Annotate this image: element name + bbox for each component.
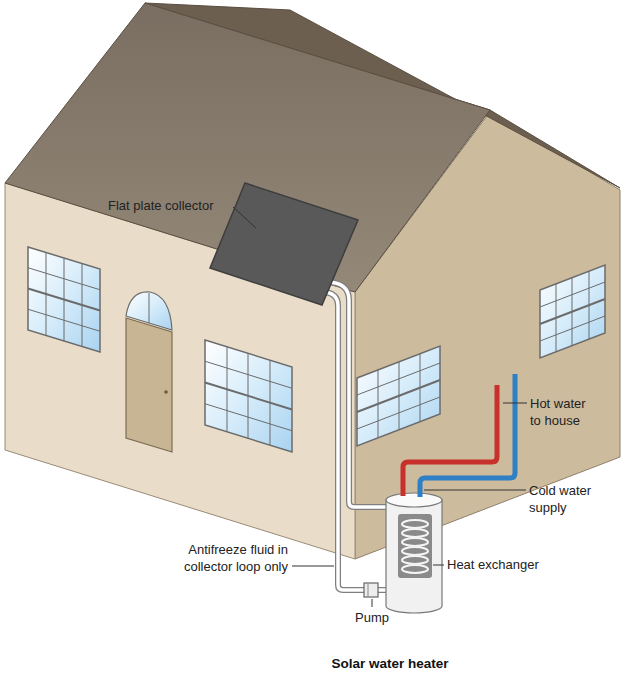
caption: Solar water heater <box>290 655 490 673</box>
leader-line <box>503 403 527 404</box>
pump <box>364 583 378 597</box>
pump <box>368 583 369 597</box>
tank <box>402 547 428 555</box>
tank <box>402 529 428 537</box>
window <box>205 361 292 388</box>
window <box>540 265 605 358</box>
window <box>205 383 292 410</box>
window <box>28 289 100 311</box>
callout-label: Cold water supply <box>529 482 601 516</box>
pump <box>364 583 378 597</box>
door <box>126 292 172 330</box>
collector-pipe <box>322 292 388 590</box>
callout-label: Antifreeze fluid in collector loop only <box>164 541 288 575</box>
leader-line <box>433 565 444 566</box>
callout-label: Heat exchanger <box>447 556 539 573</box>
water-pipe <box>403 374 515 497</box>
tank <box>386 493 442 507</box>
tank <box>398 514 432 578</box>
window <box>28 247 100 352</box>
callout-label: Flat plate collector <box>108 197 214 214</box>
tank <box>402 538 428 546</box>
water-pipe <box>420 374 515 497</box>
callout-label: Hot water to house <box>530 395 598 429</box>
tank <box>402 520 428 528</box>
window <box>540 316 605 341</box>
window <box>205 404 292 431</box>
window <box>357 363 440 395</box>
tank <box>386 493 442 613</box>
window <box>357 346 440 446</box>
tank <box>402 520 428 573</box>
window <box>357 346 440 446</box>
leader-line <box>372 599 373 607</box>
collector-pipe <box>322 292 388 590</box>
window <box>357 397 440 429</box>
door <box>126 318 172 452</box>
window <box>28 309 100 331</box>
collector-panel <box>210 183 358 305</box>
callout-label: Pump <box>352 609 392 626</box>
collector-pipe <box>322 282 388 590</box>
window <box>540 265 605 358</box>
window <box>28 247 100 352</box>
leader-line <box>292 566 334 567</box>
window <box>28 268 100 290</box>
window <box>205 340 292 452</box>
tank <box>386 500 442 613</box>
collector-panel <box>210 183 358 305</box>
tank <box>402 565 428 573</box>
door <box>149 293 150 323</box>
leader-line <box>233 207 256 228</box>
window <box>205 340 292 452</box>
tank <box>402 556 428 564</box>
leader-line <box>424 490 526 491</box>
window <box>357 380 440 412</box>
door <box>126 292 172 452</box>
door <box>164 390 168 394</box>
